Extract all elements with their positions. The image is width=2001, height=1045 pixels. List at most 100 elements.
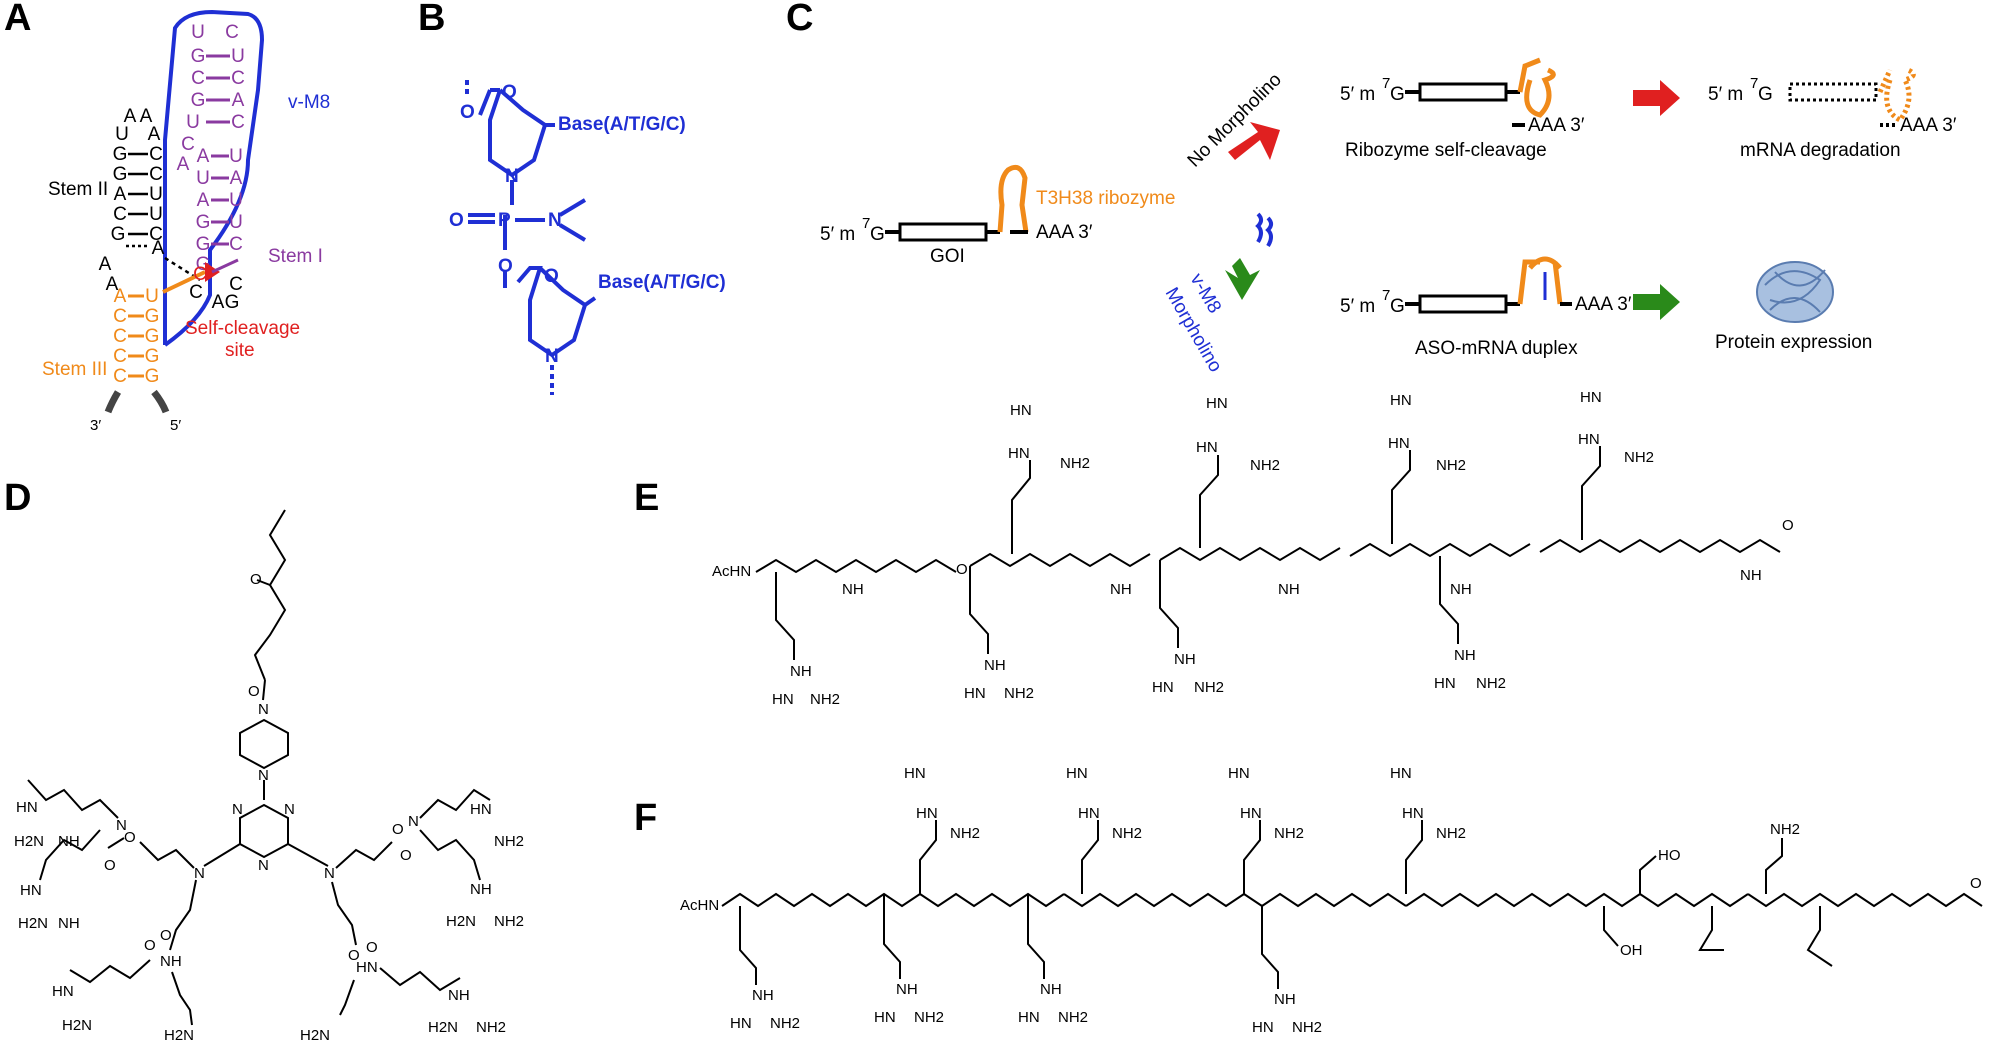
stem2-nucleotides: A A U A G G A C G C C U U C A A A — [99, 106, 165, 295]
f-nh-b2: NH — [896, 981, 918, 998]
d-o-top: O — [250, 571, 262, 588]
f-nh2-t2: NH2 — [1112, 825, 1142, 842]
stem1-l0: A — [197, 146, 210, 167]
e-nh2-t1: NH2 — [1060, 455, 1090, 472]
ribozyme-shape — [997, 164, 1029, 233]
panel-b-morpholino — [465, 80, 597, 395]
panel-label-c: C — [786, 0, 813, 39]
e-hn-t3: HN — [1388, 435, 1410, 452]
loop-l4: C — [181, 134, 195, 155]
stem2-mid: A — [152, 238, 165, 259]
f-hn-t4: HN — [1402, 805, 1424, 822]
cleave-c3: C — [229, 274, 243, 295]
morph-o5: O — [544, 266, 559, 287]
e-hn-t1: HN — [1008, 445, 1030, 462]
morph-p: P — [498, 210, 511, 231]
e-h2n-t4: HN — [1580, 389, 1602, 406]
deg-5prime: 5′ m — [1708, 84, 1743, 105]
stem3-r4: G — [145, 366, 160, 387]
central-g: G — [870, 224, 885, 245]
f-hn-t1: HN — [916, 805, 938, 822]
label-self-cleavage: Ribozyme self-cleavage — [1345, 140, 1547, 161]
stem1-r1: A — [230, 168, 243, 189]
d-n-left2: N — [116, 817, 127, 834]
d-nh2-r1: NH2 — [494, 833, 524, 850]
d-o-r3: O — [348, 947, 360, 964]
e-nh-b3: NH — [1174, 651, 1196, 668]
e-nh2-t2: NH2 — [1250, 457, 1280, 474]
stem3-l4: C — [113, 366, 127, 387]
e-nh-b1: NH — [790, 663, 812, 680]
loop-l5: A — [177, 154, 190, 175]
cleave-g: G — [225, 292, 240, 313]
f-hn-b1: HN — [730, 1015, 752, 1032]
f-oh: OH — [1620, 942, 1643, 959]
central-5prime: 5′ m — [820, 224, 855, 245]
e-nh2-b4: NH2 — [1476, 675, 1506, 692]
f-nh2-asn: NH2 — [1770, 821, 1800, 838]
stem1-l2: A — [197, 190, 210, 211]
deg-box — [1788, 82, 1878, 102]
stem2-r4: C — [149, 224, 163, 245]
morpholino-squiggle — [1255, 212, 1263, 244]
f-nh2-b3: NH2 — [1058, 1009, 1088, 1026]
f-hn-b4: HN — [1252, 1019, 1274, 1036]
e-nh2-t3: NH2 — [1436, 457, 1466, 474]
stem1-l4: G — [196, 234, 211, 255]
f-arg-bottom: NH HN NH2 NH HN NH2 NH HN NH2 NH HN NH2 — [730, 894, 1322, 1036]
strand-5prime — [151, 389, 170, 414]
e-nh2: NH — [1110, 581, 1132, 598]
d-n-pip2: N — [258, 767, 269, 784]
panel-c-schematic: 5′ m 7 G AAA 3′ GOI T3H38 ribozyme No Mo… — [820, 57, 1957, 376]
d-h2n-r4: H2N — [300, 1027, 330, 1044]
f-nh2-t3: NH2 — [1274, 825, 1304, 842]
f-nh2-b1: NH2 — [770, 1015, 800, 1032]
f-nh2-t1: NH2 — [950, 825, 980, 842]
stem1-r2: U — [229, 190, 243, 211]
d-h2n-l1: H2N — [14, 833, 44, 850]
f-hn-t3: HN — [1240, 805, 1262, 822]
top-ribozyme — [1517, 57, 1556, 118]
d-o2: O — [248, 683, 260, 700]
f-nh-b3: NH — [1040, 981, 1062, 998]
e-nh5: NH — [1740, 567, 1762, 584]
arrow-red-1 — [1228, 122, 1280, 160]
stem2-r1: C — [149, 164, 163, 185]
stem3-l2: C — [113, 326, 127, 347]
stem3-pairs — [128, 294, 144, 378]
e-h2n-t1: HN — [1010, 402, 1032, 419]
d-nh-r2: NH — [470, 881, 492, 898]
junction-a1: A — [99, 254, 112, 275]
label-stem1: Stem I — [268, 246, 323, 267]
e-arg-bottom: NH HN NH2 NH HN NH2 NH HN NH2 NH HN NH2 — [772, 556, 1506, 708]
deg-g: G — [1758, 84, 1773, 105]
stem2-r0: C — [149, 144, 163, 165]
d-hn-r1: HN — [470, 801, 492, 818]
d-h2n-l3: H2N — [62, 1017, 92, 1034]
panel-b-labels: O O Base(A/T/G/C) N O P N O O Base(A/T/G… — [449, 82, 726, 367]
d-nh-l3: NH — [160, 953, 182, 970]
label-vm8: v-M8 — [288, 92, 330, 113]
panel-a-ribozyme: v-M8 U C G C G U C A U C A C A U A G — [42, 9, 330, 434]
loop-r3: C — [231, 112, 245, 133]
stem2-l0: G — [113, 144, 128, 165]
loop-r1: C — [231, 68, 245, 89]
deg-sup7: 7 — [1750, 75, 1758, 92]
stem3-l1: C — [113, 306, 127, 327]
e-nh1: NH — [842, 581, 864, 598]
f-hn-b2: HN — [874, 1009, 896, 1026]
e-nh3: NH — [1278, 581, 1300, 598]
top-g: G — [1390, 84, 1405, 105]
label-goi: GOI — [930, 246, 965, 267]
label-ribozyme: T3H38 ribozyme — [1036, 188, 1175, 209]
stem2-top3: A — [148, 124, 161, 145]
cleavage-site: C C A G C Self-cleavage site — [162, 258, 300, 361]
e-hn-b2: HN — [964, 685, 986, 702]
d-h2n-r3: H2N — [428, 1019, 458, 1036]
stem3-r2: G — [145, 326, 160, 347]
label-stem2: Stem II — [48, 179, 108, 200]
panel-d-structure: O O N N N N N N O O N HN H2N NH HN H2N N… — [14, 509, 524, 1044]
d-tri-n3: N — [258, 857, 269, 874]
protein-structure — [1756, 261, 1834, 323]
